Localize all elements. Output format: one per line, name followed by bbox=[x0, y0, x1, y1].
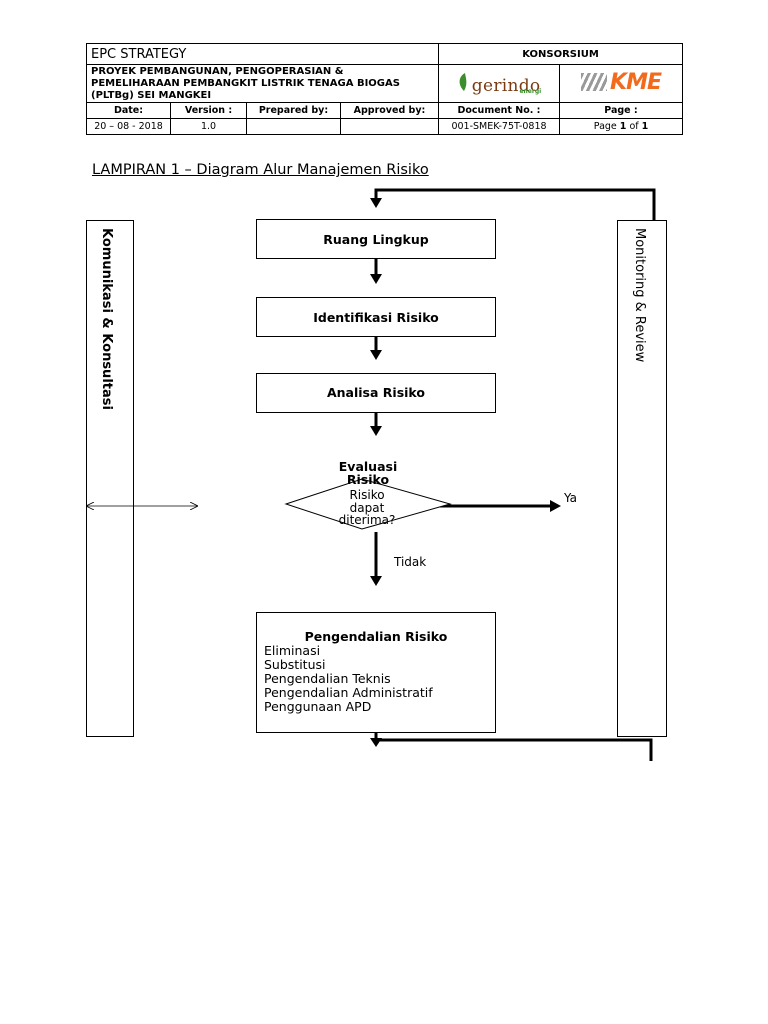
page-value: Page 1 of 1 bbox=[558, 118, 684, 135]
step-analysis-box bbox=[256, 373, 496, 413]
top-feedback-loop bbox=[370, 188, 656, 220]
step-identification-label: Identifikasi Risiko bbox=[313, 310, 439, 325]
communication-bar bbox=[86, 220, 134, 737]
step-analysis-label: Analisa Risiko bbox=[326, 385, 425, 400]
gerindo-logo: gerindo energi bbox=[457, 72, 541, 95]
step-scope-label: Ruang Lingkup bbox=[323, 232, 429, 247]
list-item: Eliminasi bbox=[264, 643, 321, 658]
monitoring-bar bbox=[617, 220, 667, 737]
arrow-analysis-to-evaluation bbox=[370, 413, 382, 436]
control-items-list: Eliminasi Substitusi Pengendalian Teknis… bbox=[264, 644, 433, 714]
arrow-yes bbox=[437, 500, 561, 512]
step-scope-box bbox=[256, 219, 496, 259]
kme-logo-cell: KME bbox=[558, 64, 684, 103]
decision-diamond bbox=[284, 478, 452, 530]
yes-label: Ya bbox=[564, 491, 578, 505]
list-item: Pengendalian Teknis bbox=[264, 671, 391, 686]
step-identification-box bbox=[256, 297, 496, 337]
communication-bar-label: Komunikasi & Konsultasi bbox=[99, 228, 114, 410]
control-box bbox=[256, 612, 496, 733]
section-title: LAMPIRAN 1 – Diagram Alur Manajemen Risi… bbox=[92, 162, 429, 178]
kme-logo: KME bbox=[581, 71, 662, 93]
arrow-no bbox=[370, 532, 382, 586]
decision-title: Evaluasi Risiko bbox=[338, 459, 398, 487]
list-item: Penggunaan APD bbox=[264, 699, 372, 714]
document-header-table: EPC STRATEGY KONSORSIUM PROYEK PEMBANGUN… bbox=[86, 43, 684, 135]
bottom-feedback-loop bbox=[370, 732, 653, 761]
version-value: 1.0 bbox=[170, 118, 247, 135]
monitoring-bar-label: Monitoring & Review bbox=[632, 228, 647, 363]
arrow-identification-to-analysis bbox=[370, 337, 382, 360]
list-item: Substitusi bbox=[264, 657, 326, 672]
decision-question: Risiko dapat diterima? bbox=[338, 488, 396, 527]
kme-stripes-icon bbox=[581, 73, 608, 91]
document-no-value: 001-SMEK-75T-0818 bbox=[438, 118, 560, 135]
list-item: Pengendalian Administratif bbox=[264, 685, 433, 700]
leaf-icon bbox=[459, 73, 467, 91]
arrow-scope-to-identification bbox=[370, 258, 382, 284]
no-label: Tidak bbox=[394, 555, 427, 569]
project-title: PROYEK PEMBANGUNAN, PENGOPERASIAN & PEME… bbox=[86, 64, 439, 103]
control-title: Pengendalian Risiko bbox=[304, 629, 448, 644]
